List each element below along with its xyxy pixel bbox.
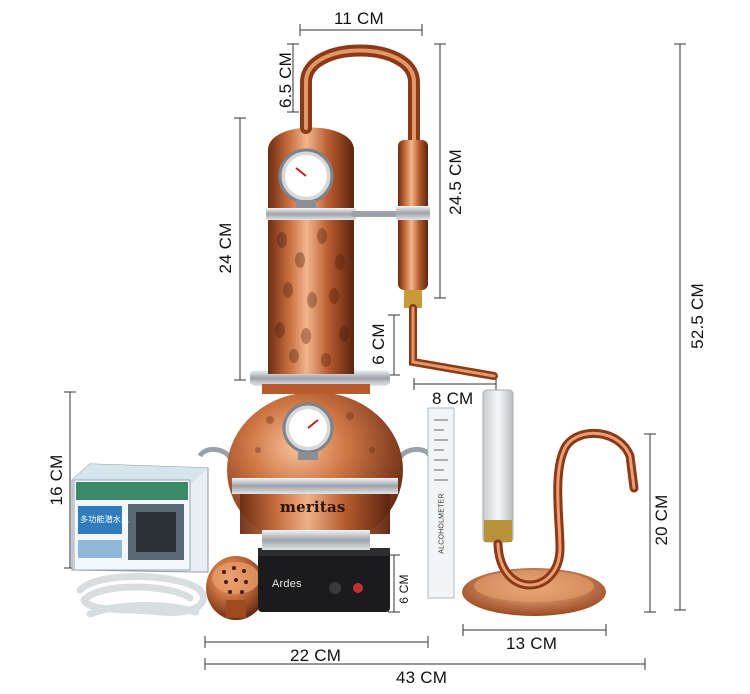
dim-outlet-height: 6 CM: [369, 323, 388, 365]
dim-outlet-length: 8 CM: [432, 389, 474, 408]
stove-brand-label: Ardes: [272, 578, 302, 590]
dim-pump-height: 16 CM: [47, 454, 66, 506]
dim-column-height: 24 CM: [216, 222, 235, 274]
condenser: [396, 140, 498, 380]
diffuser-plate: [206, 556, 266, 620]
dim-stand-width: 13 CM: [506, 634, 558, 653]
hydrometer: [427, 407, 455, 599]
dim-base-width: 22 CM: [290, 646, 342, 665]
dim-stand-height: 20 CM: [652, 494, 671, 546]
pump-box-title: 多功能潜水泵: [80, 515, 130, 524]
dim-total-height: 52.5 CM: [688, 283, 707, 349]
hydrometer-label: ALCOHOLMETER: [438, 493, 446, 554]
copper-boiler: [197, 392, 433, 550]
boiler-brand-label: meritas: [280, 498, 346, 516]
swan-neck-pipe: [300, 44, 420, 217]
dim-total-width: 43 CM: [396, 668, 448, 687]
dim-top-height: 6.5 CM: [276, 52, 295, 108]
glass-tube: [482, 389, 514, 543]
dim-stove-height: 6 CM: [397, 574, 411, 604]
water-pump-box: [71, 463, 209, 573]
silicone-hose: [76, 573, 207, 618]
copper-column: [266, 127, 356, 374]
dim-condenser-height: 24.5 CM: [446, 149, 465, 215]
dimension-lines: [64, 24, 686, 670]
electric-stove: [258, 548, 390, 612]
parrot-stand: [462, 428, 639, 616]
dim-top-width: 11 CM: [334, 9, 384, 28]
